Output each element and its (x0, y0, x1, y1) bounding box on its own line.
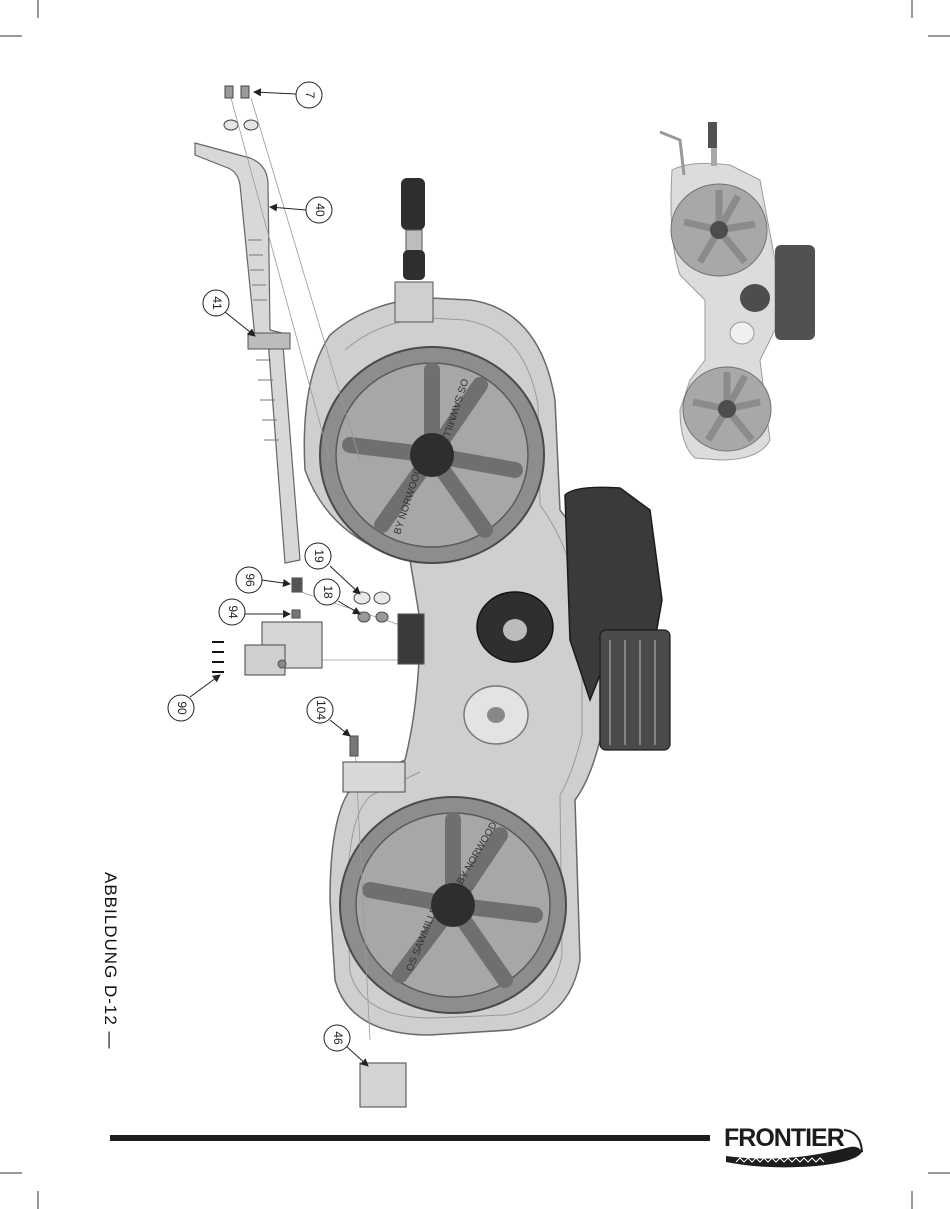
callout-label-41: 41 (210, 296, 224, 310)
brand-logo: FRONTIER (716, 1118, 866, 1170)
drive-pulley (477, 592, 553, 662)
upper-wheel (320, 347, 544, 563)
footer-rule (110, 1135, 710, 1141)
idler-pulley (464, 686, 528, 744)
lower-wheel (340, 797, 566, 1013)
callout-label-94: 94 (226, 605, 240, 619)
screw-parts (212, 642, 224, 672)
callout-41: 41 (203, 290, 255, 336)
rack-rail-part (195, 143, 300, 563)
callout-label-104: 104 (314, 700, 328, 720)
callout-label-46: 46 (331, 1031, 345, 1045)
callout-7: 7 (254, 82, 322, 108)
callout-label-7: 7 (303, 92, 317, 99)
callout-18: 18 (314, 579, 360, 614)
callout-label-40: 40 (313, 203, 327, 217)
assembled-view-thumbnail (660, 122, 815, 460)
callout-46: 46 (324, 1025, 368, 1066)
callout-label-19: 19 (312, 549, 326, 563)
callout-label-18: 18 (321, 585, 335, 599)
figure-caption: ABBILDUNG D-12 — (98, 872, 128, 1092)
figure-title: ABBILDUNG D-12 — (100, 872, 120, 1050)
callout-90: 90 (168, 675, 220, 721)
callout-40: 40 (270, 197, 332, 223)
handle-assembly (395, 178, 433, 322)
bolt-parts (224, 86, 258, 130)
callout-label-96: 96 (243, 573, 257, 587)
callout-label-90: 90 (175, 701, 189, 715)
callout-104: 104 (307, 697, 350, 736)
saw-blade-icon (716, 1118, 866, 1170)
callout-96: 96 (236, 567, 290, 593)
callout-94: 94 (219, 599, 290, 625)
